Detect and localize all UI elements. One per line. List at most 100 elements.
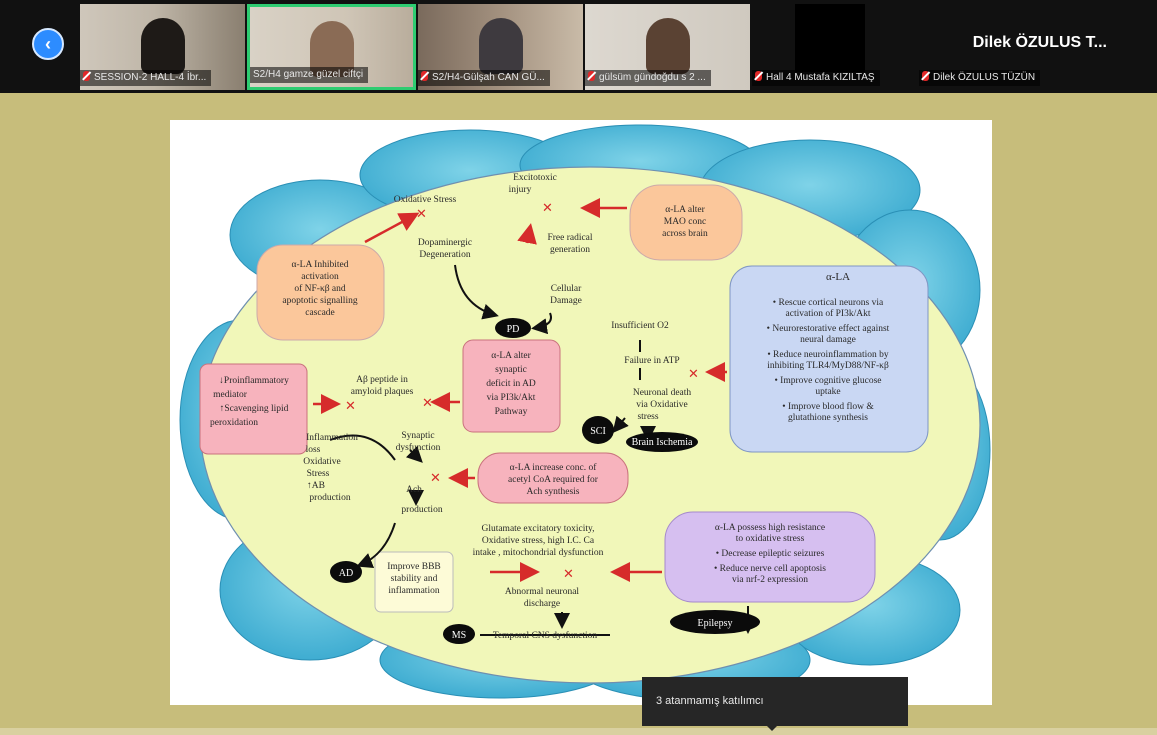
svg-text:peroxidation: peroxidation — [210, 418, 258, 428]
tooltip-text: 3 atanmamış katılımcı — [656, 695, 764, 707]
svg-text:• Improve cognitive glucose: • Improve cognitive glucose — [774, 376, 881, 386]
svg-text:✕: ✕ — [345, 398, 356, 413]
participant-name: Dilek ÖZULUS TÜZÜN — [933, 72, 1036, 83]
svg-text:Cellular: Cellular — [551, 284, 582, 294]
svg-text:✕: ✕ — [542, 200, 553, 215]
svg-text:generation: generation — [550, 245, 590, 255]
box-la-mao — [629, 184, 743, 261]
svg-text:α-LA alter: α-LA alter — [665, 205, 705, 215]
svg-text:uptake: uptake — [815, 387, 840, 397]
svg-text:Oxidative: Oxidative — [303, 457, 340, 467]
participant-strip: ‹ SESSION-2 HALL-4 İbr... S2/H4 gamze gü… — [0, 0, 1157, 93]
svg-text:↑Scavenging lipid: ↑Scavenging lipid — [220, 404, 289, 414]
svg-text:Stress: Stress — [307, 469, 330, 479]
svg-text:α-LA alter: α-LA alter — [491, 351, 531, 361]
label-sci: SCI — [590, 426, 606, 437]
svg-text:Ach synthesis: Ach synthesis — [526, 487, 579, 497]
svg-text:inhibiting TLR4/MyD88/NF-κβ: inhibiting TLR4/MyD88/NF-κβ — [767, 361, 889, 371]
svg-text:✕: ✕ — [688, 366, 699, 381]
svg-text:loss: loss — [306, 445, 321, 455]
svg-text:• Rescue cortical neurons via: • Rescue cortical neurons via — [773, 298, 884, 308]
box-la-synaptic — [462, 339, 561, 433]
svg-text:Ach: Ach — [406, 485, 422, 495]
svg-text:✕: ✕ — [416, 206, 427, 221]
svg-text:Free radical: Free radical — [547, 233, 592, 243]
svg-text:via PI3k/Akt: via PI3k/Akt — [487, 393, 536, 403]
svg-text:injury: injury — [509, 185, 532, 195]
svg-text:acetyl CoA required for: acetyl CoA required for — [508, 474, 599, 485]
svg-text:Improve BBB: Improve BBB — [387, 562, 441, 572]
svg-text:mediator: mediator — [213, 390, 248, 400]
participant-tile[interactable]: S2/H4-Gülşah CAN GÜ... — [418, 4, 583, 90]
participant-tile-speaker[interactable]: Dilek ÖZULUS T... Dilek ÖZULUS TÜZÜN — [919, 4, 1157, 90]
svg-text:Dopaminergic: Dopaminergic — [418, 238, 472, 248]
participant-name: gülsüm gündoğdu s 2 ... — [599, 72, 706, 83]
svg-text:glutathione synthesis: glutathione synthesis — [788, 413, 868, 423]
presentation-slide: ✕✕✕ ✕✕✕ ✕ — [170, 120, 992, 705]
svg-text:α-LA possess high resistance: α-LA possess high resistance — [715, 523, 825, 533]
svg-text:Failure in ATP: Failure in ATP — [624, 356, 679, 366]
svg-text:MAO conc: MAO conc — [664, 217, 706, 227]
participant-video — [478, 18, 523, 74]
svg-text:Excitotoxic: Excitotoxic — [513, 173, 557, 183]
tooltip-arrow — [765, 724, 779, 731]
svg-text:via Oxidative: via Oxidative — [636, 400, 687, 410]
diagram-text: Oxidative Stress Dopaminergic Degenerati… — [210, 173, 890, 641]
svg-text:• Reduce nerve cell apoptosis: • Reduce nerve cell apoptosis — [714, 564, 826, 574]
cross-marks: ✕✕✕ ✕✕✕ ✕ — [345, 200, 699, 581]
label-epilepsy: Epilepsy — [698, 618, 733, 629]
speaker-name: Dilek ÖZULUS T... — [972, 34, 1107, 51]
shared-screen: ✕✕✕ ✕✕✕ ✕ — [0, 93, 1157, 735]
svg-text:✕: ✕ — [430, 470, 441, 485]
svg-text:activation of PI3k/Akt: activation of PI3k/Akt — [786, 308, 871, 319]
svg-text:production: production — [401, 505, 442, 515]
svg-text:synaptic: synaptic — [495, 365, 527, 375]
participant-video — [140, 18, 185, 74]
svg-text:Aβ peptide in: Aβ peptide in — [356, 375, 408, 385]
participant-tile[interactable]: gülsüm gündoğdu s 2 ... — [585, 4, 750, 90]
box-proinflammatory — [199, 363, 308, 455]
svg-text:inflammation: inflammation — [388, 585, 439, 596]
svg-text:• Neurorestorative effect agai: • Neurorestorative effect against — [767, 323, 890, 334]
svg-text:Synaptic: Synaptic — [401, 431, 434, 441]
svg-text:• Improve blood flow &: • Improve blood flow & — [782, 401, 874, 412]
svg-text:cascade: cascade — [305, 308, 335, 318]
svg-text:apoptotic signalling: apoptotic signalling — [282, 296, 357, 306]
svg-text:amyloid plaques: amyloid plaques — [351, 387, 414, 397]
svg-text:Pathway: Pathway — [495, 407, 528, 417]
svg-text:Abnormal neuronal: Abnormal neuronal — [505, 587, 579, 597]
label-ms: MS — [452, 630, 466, 641]
red-arrows — [313, 198, 727, 582]
participant-tile[interactable]: SESSION-2 HALL-4 İbr... — [80, 4, 245, 90]
svg-text:α-LA: α-LA — [826, 271, 850, 283]
svg-text:Insufficient O2: Insufficient O2 — [611, 320, 669, 331]
participant-name: Hall 4 Mustafa KIZILTAŞ — [766, 72, 875, 83]
svg-text:across brain: across brain — [662, 229, 708, 239]
muted-mic-icon — [421, 71, 428, 81]
svg-text:• Reduce neuroinflammation by: • Reduce neuroinflammation by — [767, 349, 889, 360]
collapse-gallery-button[interactable]: ‹ — [32, 28, 64, 60]
participant-name: S2/H4 gamze güzel ciftçi — [253, 69, 364, 80]
svg-text:↑AB: ↑AB — [307, 481, 325, 491]
svg-text:intake , mitochondrial dysfunc: intake , mitochondrial dysfunction — [473, 547, 604, 558]
svg-text:deficit in AD: deficit in AD — [486, 378, 536, 389]
label-pd: PD — [507, 324, 520, 335]
svg-text:Glutamate excitatory toxicity,: Glutamate excitatory toxicity, — [481, 524, 594, 534]
svg-text:Damage: Damage — [550, 296, 582, 306]
svg-text:activation: activation — [301, 272, 339, 282]
label-brain-ischemia: Brain Ischemia — [632, 437, 693, 448]
svg-text:Temporal CNS dysfunction: Temporal CNS dysfunction — [493, 630, 598, 641]
participant-tile[interactable]: Hall 4 Mustafa KIZILTAŞ — [752, 4, 917, 90]
box-la-nfkb — [256, 244, 385, 341]
svg-text:✕: ✕ — [563, 566, 574, 581]
svg-text:of NF-κβ and: of NF-κβ and — [294, 283, 346, 294]
diagram-canvas: ✕✕✕ ✕✕✕ ✕ — [179, 124, 991, 701]
svg-text:discharge: discharge — [524, 599, 560, 609]
participant-video-off — [795, 4, 865, 72]
box-la-rescue — [729, 265, 929, 453]
svg-text:α-LA increase conc. of: α-LA increase conc. of — [510, 462, 598, 473]
svg-text:stress: stress — [637, 412, 658, 422]
muted-mic-icon — [755, 71, 762, 81]
box-la-acetyl — [477, 452, 629, 504]
participant-tile-active[interactable]: S2/H4 gamze güzel ciftçi — [247, 4, 416, 90]
